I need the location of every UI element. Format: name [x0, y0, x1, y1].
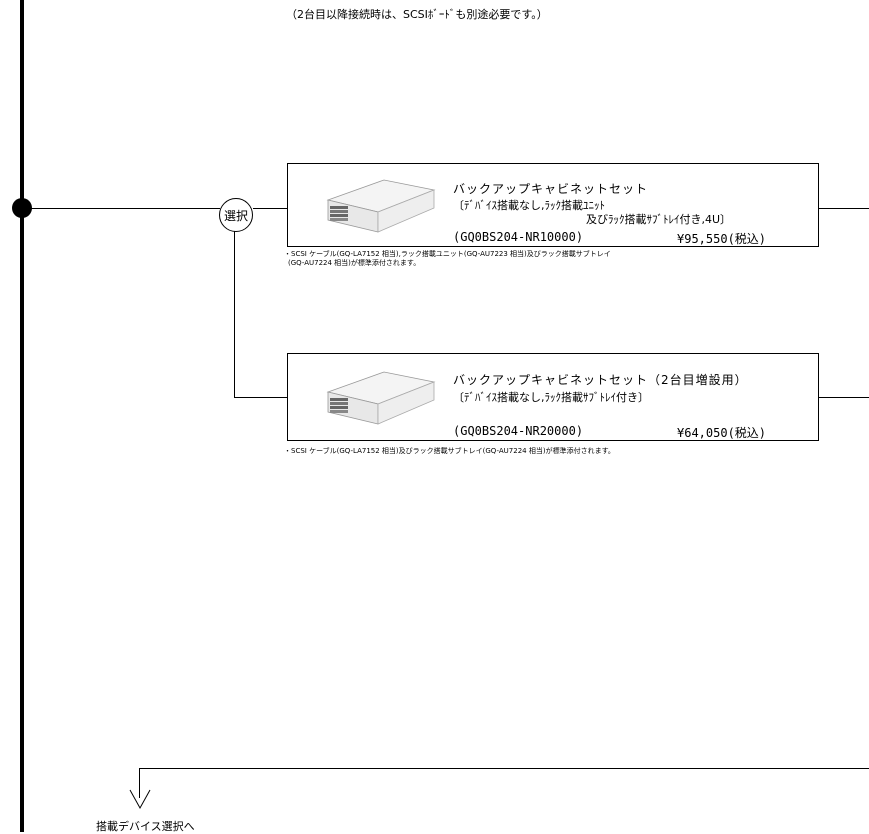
product-2-desc-line1: 〔ﾃﾞﾊﾞｲｽ搭載なし,ﾗｯｸ搭載ｻﾌﾞﾄﾚｲ付き〕: [453, 391, 649, 404]
product-1-title: バックアップキャビネットセット: [453, 182, 649, 196]
product-2-code: (GQ0BS204-NR20000): [453, 424, 584, 438]
product-1-note-line2: (GQ-AU7224 相当)が標準添付されます。: [288, 259, 421, 267]
arrow-down-icon: [129, 789, 151, 810]
connector-product-2-out: [819, 397, 869, 398]
select-node-label: 選択: [223, 208, 248, 223]
cabinet-icon: [326, 179, 436, 233]
product-card-1[interactable]: バックアップキャビネットセット 〔ﾃﾞﾊﾞｲｽ搭載なし,ﾗｯｸ搭載ﾕﾆｯﾄ 及び…: [287, 163, 819, 247]
product-2-title: バックアップキャビネットセット（2台目増設用）: [453, 373, 748, 387]
connector-bottom-horizontal: [139, 768, 869, 769]
connector-bus-to-select: [30, 208, 220, 209]
connector-product-1-out: [819, 208, 869, 209]
product-2-note-line1: ・SCSI ケーブル(GQ-LA7152 相当)及びラック搭載サブトレイ(GQ-…: [284, 447, 615, 455]
product-1-desc-line1: 〔ﾃﾞﾊﾞｲｽ搭載なし,ﾗｯｸ搭載ﾕﾆｯﾄ: [453, 199, 605, 212]
connector-branch-to-product-2: [234, 397, 287, 398]
product-1-code: (GQ0BS204-NR10000): [453, 230, 584, 244]
connector-select-to-product-1: [253, 208, 287, 209]
product-card-2[interactable]: バックアップキャビネットセット（2台目増設用） 〔ﾃﾞﾊﾞｲｽ搭載なし,ﾗｯｸ搭…: [287, 353, 819, 441]
cabinet-icon: [326, 371, 436, 425]
product-2-price: ¥64,050(税込): [677, 426, 767, 440]
top-note: （2台目以降接続時は、SCSIﾎﾞｰﾄﾞも別途必要です。）: [286, 8, 548, 21]
product-1-price: ¥95,550(税込): [677, 232, 767, 246]
select-node[interactable]: 選択: [219, 198, 253, 232]
product-1-desc-line2: 及びﾗｯｸ搭載ｻﾌﾞﾄﾚｲ付き,4U〕: [586, 213, 732, 226]
next-step-label[interactable]: 搭載デバイス選択へ: [96, 820, 195, 833]
main-bus-line: [20, 0, 24, 832]
connector-branch-vertical: [234, 231, 235, 398]
bus-junction: [12, 198, 32, 218]
product-1-note-line1: ・SCSI ケーブル(GQ-LA7152 相当),ラック搭載ユニット(GQ-AU…: [284, 250, 611, 258]
connector-bottom-vertical: [139, 768, 140, 798]
